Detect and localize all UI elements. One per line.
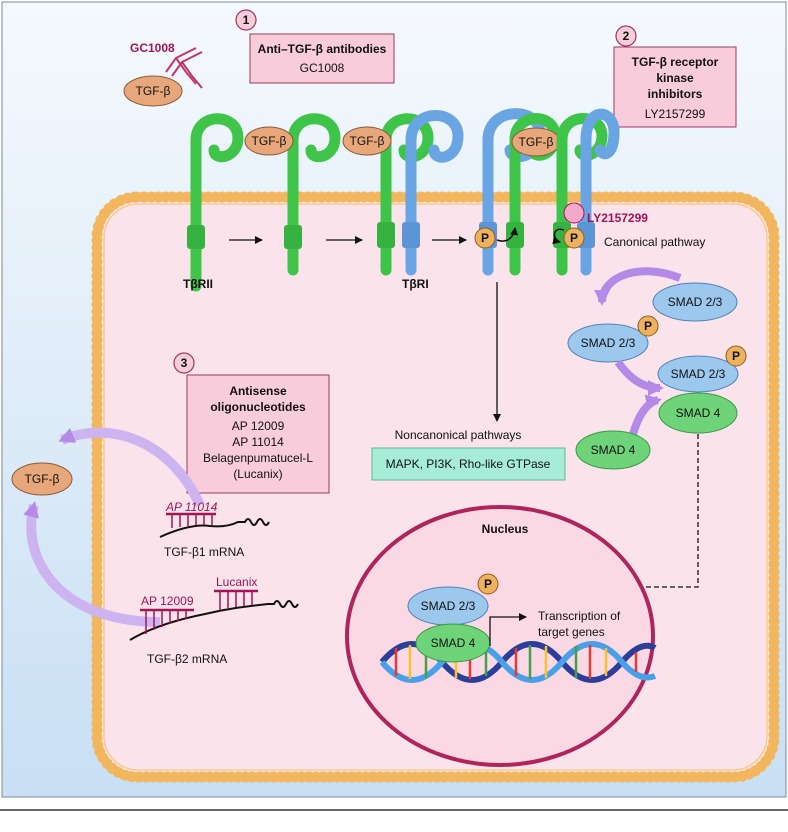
- inhibitor-icon: [563, 202, 585, 224]
- transcription-label-line: Transcription of: [538, 609, 621, 623]
- tbri-label: TβRI: [402, 277, 429, 291]
- smad23-label: SMAD 2/3: [581, 336, 636, 350]
- transcription-label-line: target genes: [538, 625, 605, 639]
- tgfb-ligand: TGF-β: [11, 462, 73, 496]
- inhibitor-label: LY2157299: [587, 211, 648, 225]
- nucleus-title: Nucleus: [482, 522, 529, 536]
- smad23-phosphorylated: SMAD 2/3 P: [567, 315, 659, 363]
- callout-item: (Lucanix): [233, 467, 282, 481]
- tgfb-label: TGF-β: [252, 134, 287, 148]
- callout-number-badge: [615, 25, 637, 47]
- antibody-icon: [165, 47, 203, 89]
- callout-number-badge: [173, 352, 195, 374]
- callout-antisense-oligonucleotides: 3 Antisense oligonucleotides AP 12009 AP…: [173, 352, 330, 494]
- tgfb-label: TGF-β: [519, 135, 554, 149]
- nuclear-smad-complex: SMAD 2/3 P SMAD 4: [407, 573, 499, 663]
- phospho-label: P: [732, 349, 740, 363]
- smad4-label: SMAD 4: [431, 636, 476, 650]
- callout-title-line: inhibitors: [648, 87, 703, 101]
- phosphorylation-arrow: [496, 227, 519, 242]
- smad23-inactive: SMAD 2/3: [652, 282, 738, 322]
- callout-drug: GC1008: [300, 61, 345, 75]
- smad4-label: SMAD 4: [676, 406, 721, 420]
- smad-activation-arrow: [594, 267, 682, 306]
- callout-title-line: oligonucleotides: [210, 400, 306, 414]
- callout-box: [249, 33, 395, 84]
- callout-title: Anti–TGF-β antibodies: [258, 42, 387, 56]
- phospho-label: P: [570, 231, 578, 245]
- phospho-label: P: [481, 231, 489, 245]
- receptor-complex-assembling: TGF-β: [342, 110, 464, 276]
- phosphorylation-arrow: [552, 228, 565, 245]
- callout-title-line: Antisense: [229, 384, 287, 398]
- tgfb-label: TGF-β: [350, 134, 385, 148]
- phospho-group: P: [563, 227, 585, 249]
- tgfb-label: TGF-β: [136, 84, 171, 98]
- smad4-label: SMAD 4: [591, 443, 636, 457]
- callout-number: 2: [623, 29, 630, 43]
- tgfb1-mrna: [159, 512, 270, 538]
- callout-title-line: TGF-β receptor: [632, 55, 719, 69]
- callout-receptor-kinase-inhibitors: 2 TGF-β receptor kinase inhibitors LY215…: [613, 25, 737, 128]
- phospho-label: P: [644, 319, 652, 333]
- canonical-pathway-label: Canonical pathway: [604, 235, 705, 249]
- translation-arrow: [23, 501, 161, 627]
- smad23-label: SMAD 2/3: [421, 599, 476, 613]
- callout-drug: LY2157299: [645, 107, 706, 121]
- callout-item: AP 11014: [232, 435, 284, 449]
- callout-number-badge: [235, 9, 257, 31]
- smad-complex-arrow: [614, 359, 664, 396]
- callout-number: 3: [181, 356, 188, 370]
- ap11014-label: AP 11014: [165, 500, 218, 514]
- callout-item: Belagenpumatucel-L: [203, 451, 313, 465]
- noncanonical-title: Noncanonical pathways: [395, 428, 522, 442]
- smad4-free: SMAD 4: [575, 430, 651, 470]
- tbrii-label: TβRII: [183, 277, 213, 291]
- transcription-arrow: [489, 613, 527, 646]
- ap12009-label: AP 12009: [141, 594, 194, 608]
- smad4-join-arrow: [628, 394, 662, 440]
- nucleus: [345, 505, 655, 767]
- receptor-tbrii-bound: TGF-β: [244, 113, 341, 276]
- receptor-tbrii-unbound: [187, 113, 244, 292]
- translation-arrow: [58, 427, 205, 508]
- noncanonical-box: [371, 447, 566, 481]
- phospho-label: P: [484, 577, 492, 591]
- tgfb1-mrna-label: TGF-β1 mRNA: [164, 545, 244, 559]
- lucanix-label: Lucanix: [216, 575, 257, 589]
- callout-anti-tgfb-antibodies: 1 Anti–TGF-β antibodies GC1008: [235, 9, 395, 84]
- cell-membrane-inner: [103, 203, 768, 771]
- tgfb2-mrna-label: TGF-β2 mRNA: [147, 652, 227, 666]
- smad-complex: SMAD 2/3 P SMAD 4: [657, 345, 747, 434]
- nuclear-translocation-arrow: [507, 434, 699, 591]
- callout-number: 1: [243, 13, 250, 27]
- phospho-group: P: [474, 227, 496, 249]
- tgfb2-mrna: [129, 589, 299, 641]
- smad23-label: SMAD 2/3: [668, 295, 723, 309]
- smad23-label: SMAD 2/3: [671, 367, 726, 381]
- callout-box: [186, 374, 330, 494]
- tgfb-label: TGF-β: [25, 472, 60, 486]
- callout-item: AP 12009: [232, 419, 285, 433]
- antibody-drug-label: GC1008: [130, 41, 175, 55]
- callout-box: [613, 46, 737, 128]
- noncanonical-box-label: MAPK, PI3K, Rho-like GTPase: [386, 457, 551, 471]
- callout-title-line: kinase: [656, 71, 694, 85]
- tgfb-ligand: TGF-β: [511, 127, 561, 157]
- tgfb-ligand: TGF-β: [123, 75, 183, 107]
